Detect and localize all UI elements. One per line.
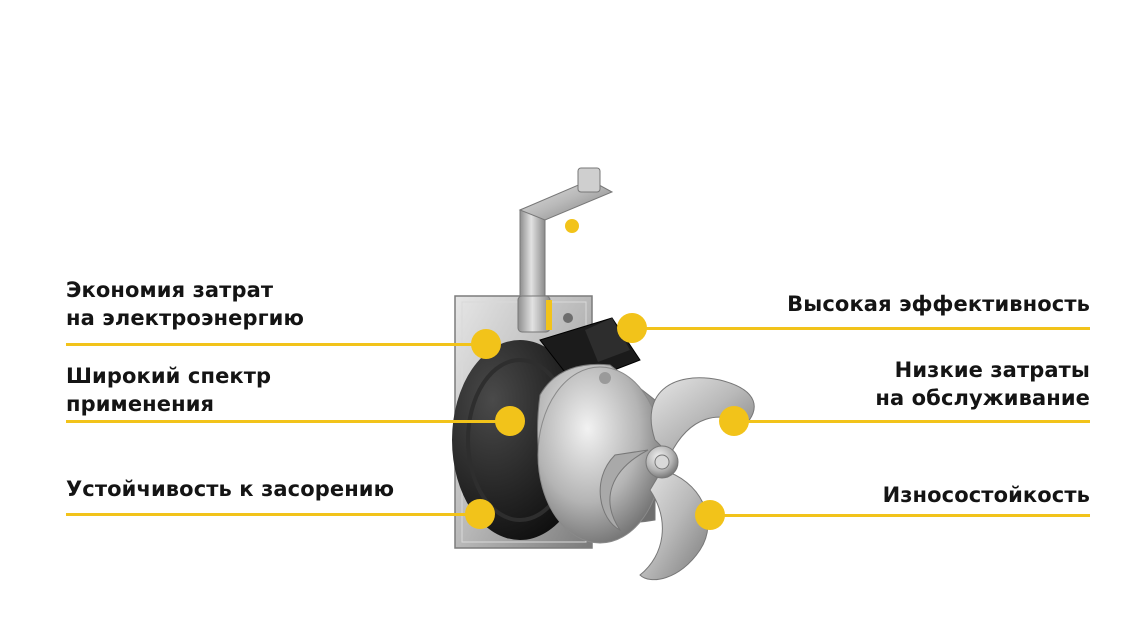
gear-head [537, 363, 663, 544]
feature-clog-resistance: Устойчивость к засорению [66, 477, 395, 501]
callout-dot-clog-resistance [465, 499, 495, 529]
feature-wear-resistance: Износостойкость [882, 483, 1090, 507]
callout-dot-high-efficiency [617, 313, 647, 343]
callout-dot-wear-resistance [695, 500, 725, 530]
callout-line-wear-resistance [710, 514, 1090, 517]
callout-dot-energy-savings [471, 329, 501, 359]
feature-wide-application: Широкий спектр применения [66, 364, 272, 416]
callout-dot-wide-application [495, 406, 525, 436]
callout-line-energy-savings [66, 343, 486, 346]
callout-line-wide-application [66, 420, 510, 423]
callout-line-high-efficiency [632, 327, 1090, 330]
feature-energy-savings: Экономия затрат на электроэнергию [66, 278, 304, 330]
callout-dot-low-maintenance [719, 406, 749, 436]
bracket-arm [517, 167, 614, 333]
callout-line-clog-resistance [66, 513, 480, 516]
feature-high-efficiency: Высокая эффективность [787, 292, 1090, 316]
callout-line-low-maintenance [734, 420, 1090, 423]
feature-low-maintenance: Низкие затраты на обслуживание [875, 358, 1090, 410]
